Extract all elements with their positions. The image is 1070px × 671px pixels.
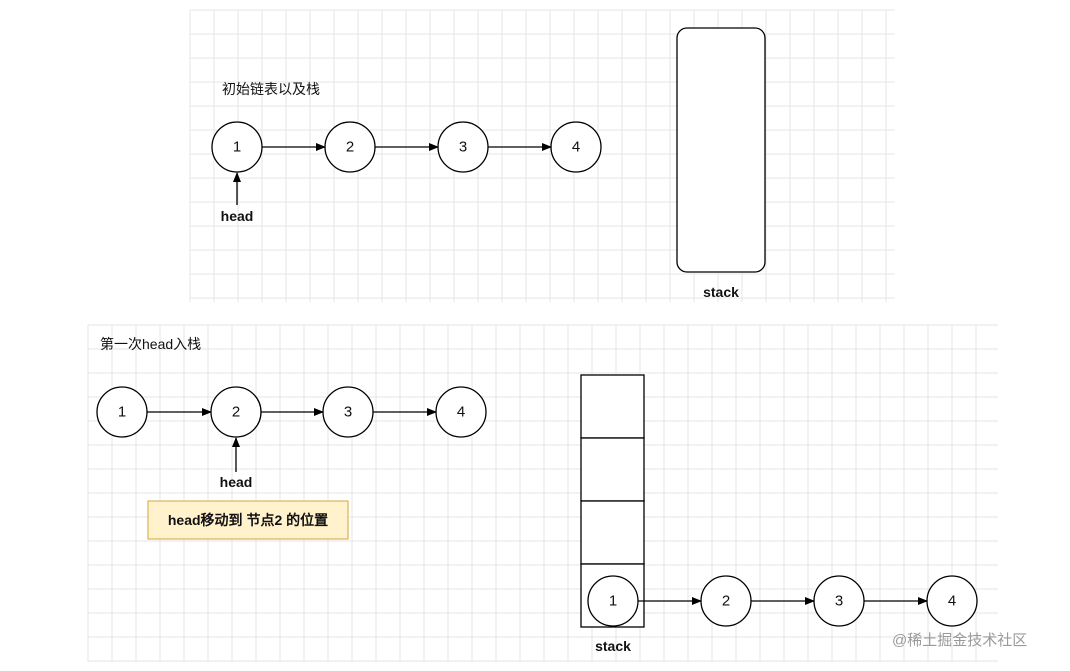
stacked-node-3: 3 (813, 575, 865, 627)
stacked-node-3-label: 3 (835, 593, 843, 610)
top-head-label: head (221, 208, 254, 224)
stacked-node-2: 2 (700, 575, 752, 627)
top-node-3-label: 3 (459, 139, 467, 156)
top-node-2: 2 (324, 121, 376, 173)
top-stack-label: stack (703, 284, 739, 300)
stacked-node-1-label: 1 (609, 593, 617, 610)
bottom-caption: 第一次head入栈 (100, 336, 201, 352)
stacked-node-4: 4 (926, 575, 978, 627)
top-node-3: 3 (437, 121, 489, 173)
bottom-head-label: head (220, 474, 253, 490)
bottom-node-2: 2 (210, 386, 262, 438)
top-stack-box (676, 27, 766, 273)
bottom-node-2-label: 2 (232, 404, 240, 421)
bottom-node-3-label: 3 (344, 404, 352, 421)
stacked-node-2-label: 2 (722, 593, 730, 610)
top-panel: 初始链表以及栈 1 2 3 4 head stack (211, 27, 766, 300)
top-node-2-label: 2 (346, 139, 354, 156)
stack-cell-3 (580, 500, 645, 565)
grid-background-top (189, 9, 895, 302)
stacked-node-1: 1 (587, 575, 639, 627)
bottom-node-1: 1 (96, 386, 148, 438)
stacked-node-4-label: 4 (948, 593, 956, 610)
top-caption: 初始链表以及栈 (222, 81, 320, 97)
bottom-node-3: 3 (322, 386, 374, 438)
bottom-stack-label: stack (595, 638, 631, 654)
top-node-4: 4 (550, 121, 602, 173)
watermark: @稀土掘金技术社区 (892, 632, 1027, 649)
stack-cell-1 (580, 374, 645, 439)
bottom-node-4-label: 4 (457, 404, 465, 421)
top-node-4-label: 4 (572, 139, 580, 156)
top-node-1: 1 (211, 121, 263, 173)
bottom-node-1-label: 1 (118, 404, 126, 421)
stack-cell-2 (580, 437, 645, 502)
note-box: head移动到 节点2 的位置 (147, 500, 349, 540)
top-node-1-label: 1 (233, 139, 241, 156)
bottom-node-4: 4 (435, 386, 487, 438)
note-text: head移动到 节点2 的位置 (168, 512, 328, 528)
bottom-panel: 第一次head入栈 1 2 3 4 head head移动到 节点2 的位置 (96, 336, 978, 654)
